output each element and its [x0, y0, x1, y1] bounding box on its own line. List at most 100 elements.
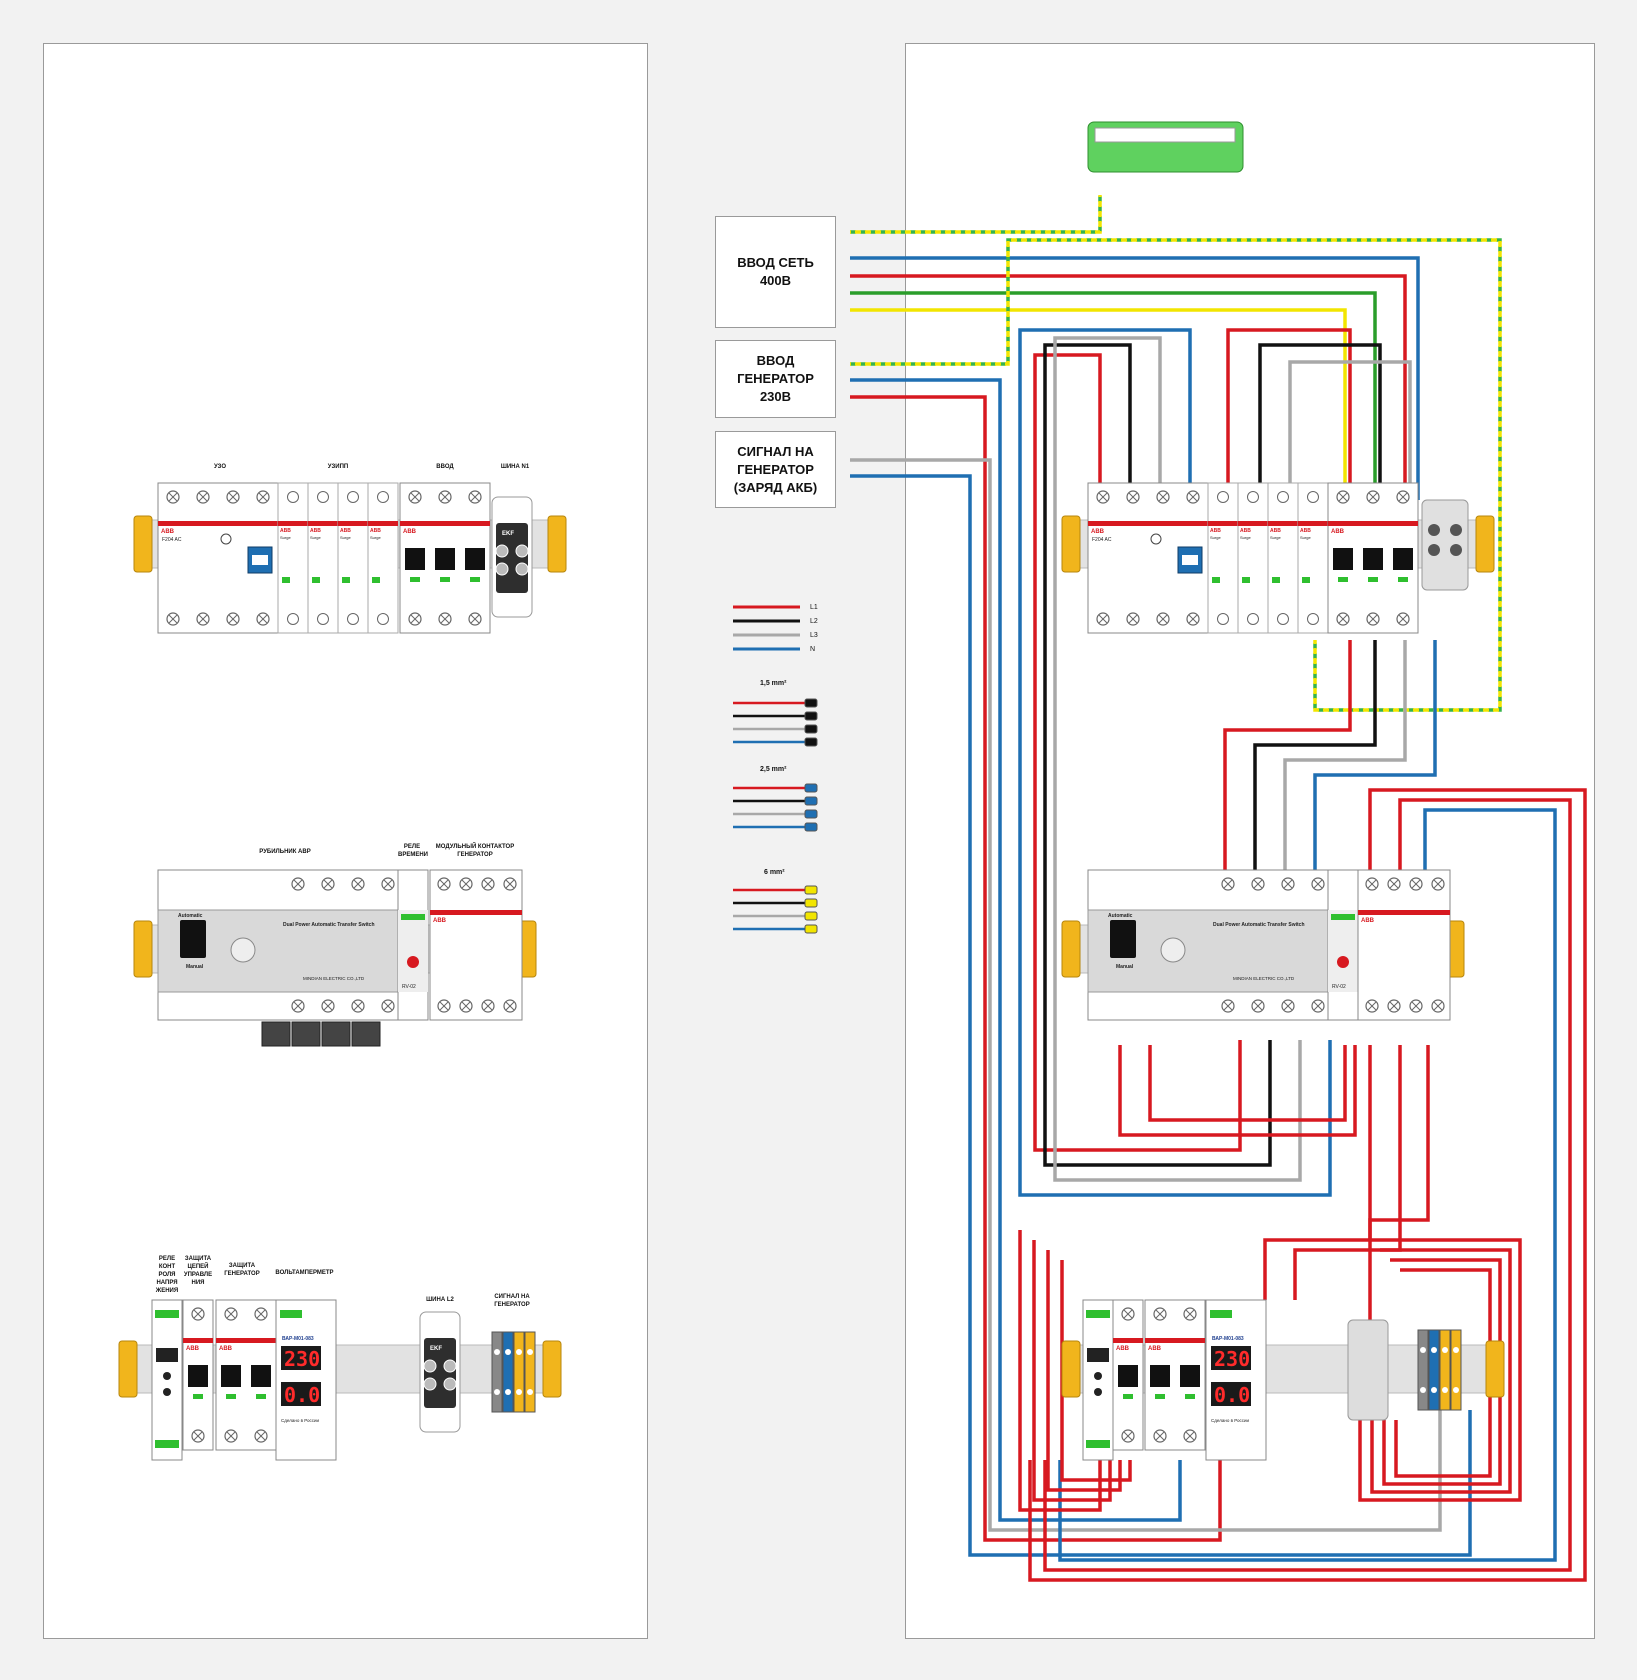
abb-stripe — [430, 910, 522, 915]
terminal-screw — [1442, 1387, 1448, 1393]
terminal-screw — [1247, 491, 1259, 503]
screw-slot — [461, 1001, 471, 1011]
timer-led — [401, 914, 425, 920]
screw-slot — [470, 614, 480, 624]
terminal-screw — [347, 613, 359, 625]
timer-dial — [407, 956, 419, 968]
abb-label: ABB — [161, 529, 175, 535]
rail-end-stop — [1061, 1340, 1081, 1398]
terminal-screw — [1277, 491, 1289, 503]
screw-slot — [470, 492, 480, 502]
status-window — [193, 1394, 203, 1399]
toggle-lever — [1180, 1365, 1200, 1387]
abb-stripe — [400, 521, 490, 526]
caption-gen-signal: СИГНАЛ НА ГЕНЕРАТОР — [494, 1294, 530, 1308]
legend-ferrule-2-1 — [804, 898, 818, 908]
screw-slot — [1389, 879, 1399, 889]
n-spd — [1018, 328, 1332, 1197]
legend-ferrule-1-1 — [804, 796, 818, 806]
rcd-model: F204 AC — [1092, 537, 1112, 543]
rail-end-stop — [1061, 920, 1081, 978]
status-window — [1338, 577, 1348, 582]
legend-l2: L2 — [810, 618, 818, 625]
bottom-loop-0 — [1018, 1230, 1102, 1512]
bus-l2-right — [1347, 1319, 1389, 1421]
screw-slot — [461, 879, 471, 889]
caption-bus-n1: ШИНА N1 — [500, 464, 530, 470]
phase-jumper-1 — [1226, 328, 1352, 483]
screw-slot — [1158, 492, 1168, 502]
voltammeter-right — [1205, 1299, 1267, 1461]
signal-terminal-right-3 — [1450, 1329, 1462, 1411]
spd-indicator — [312, 577, 320, 583]
wires — [850, 195, 1587, 1582]
test-button — [220, 533, 232, 545]
screw-slot — [226, 1309, 236, 1319]
legend-ferrule-1-0 — [804, 783, 818, 793]
phase-a-grid — [850, 308, 1347, 500]
terminal-screw — [1277, 613, 1289, 625]
meter-terminal-block — [280, 1310, 302, 1318]
spd-module — [337, 482, 369, 634]
abb-stripe — [1088, 521, 1208, 526]
screw-slot — [439, 1001, 449, 1011]
bottom-loop-2 — [1046, 1250, 1122, 1492]
bus-brand: EKF — [502, 531, 514, 537]
screw-slot — [1283, 879, 1293, 889]
spd-text: Surge — [1300, 535, 1311, 540]
legend-ferrule-0-3 — [804, 737, 818, 747]
l1-generator — [850, 395, 1222, 1542]
legend-ferrule-1-3 — [804, 822, 818, 832]
screw-slot — [1433, 879, 1443, 889]
abb-label: ABB — [280, 528, 291, 534]
abb-label: ABB — [1300, 528, 1311, 534]
rail-end-stop — [547, 515, 567, 573]
test-button — [1150, 533, 1162, 545]
screw-slot — [193, 1309, 203, 1319]
signal-terminal-right-2 — [1439, 1329, 1451, 1411]
screw-slot — [1433, 1001, 1443, 1011]
ats-switch — [1110, 920, 1136, 958]
ats-automatic: Automatic — [1108, 913, 1133, 919]
screw-slot — [440, 614, 450, 624]
status-window — [226, 1394, 236, 1399]
timer-model: RV-02 — [402, 984, 416, 990]
screw-slot — [1313, 879, 1323, 889]
terminal-screw — [1431, 1387, 1437, 1393]
spd-indicator — [372, 577, 380, 583]
screw-slot — [1253, 1001, 1263, 1011]
screw-slot — [1098, 614, 1108, 624]
made-in-label: Сделано в России — [281, 1418, 320, 1423]
rcd-lever-window — [252, 555, 268, 565]
caption-uzipp: УЗИПП — [327, 464, 349, 470]
phase-jumper-3 — [1288, 360, 1412, 483]
screw-slot — [483, 879, 493, 889]
status-window — [1368, 577, 1378, 582]
abb-stripe — [1358, 910, 1450, 915]
toggle-lever — [465, 548, 485, 570]
legend-size-6: 6 mm² — [764, 869, 785, 876]
screw-slot — [293, 879, 303, 889]
current-display — [1211, 1382, 1251, 1406]
legend-ferrule-0-1 — [804, 711, 818, 721]
abb-label: ABB — [186, 1346, 200, 1352]
screw-slot — [1185, 1309, 1195, 1319]
ats-knob — [1160, 937, 1186, 963]
terminal-screw — [494, 1349, 500, 1355]
relay-terminal-block — [1086, 1310, 1110, 1318]
relay-display — [1087, 1348, 1109, 1362]
screw-slot — [1155, 1309, 1165, 1319]
abb-stripe — [183, 1338, 213, 1343]
grid-input-box: ВВОД СЕТЬ 400В — [715, 216, 836, 328]
relay-knob — [1094, 1372, 1102, 1380]
status-window — [1185, 1394, 1195, 1399]
terminal-screw — [1420, 1347, 1426, 1353]
abb-label: ABB — [1148, 1346, 1162, 1352]
spd-module — [1297, 482, 1329, 634]
terminal-screw — [347, 491, 359, 503]
legend-ferrule-0-0 — [804, 698, 818, 708]
terminal-screw — [317, 613, 329, 625]
pe-loop-stripe — [850, 238, 1502, 712]
